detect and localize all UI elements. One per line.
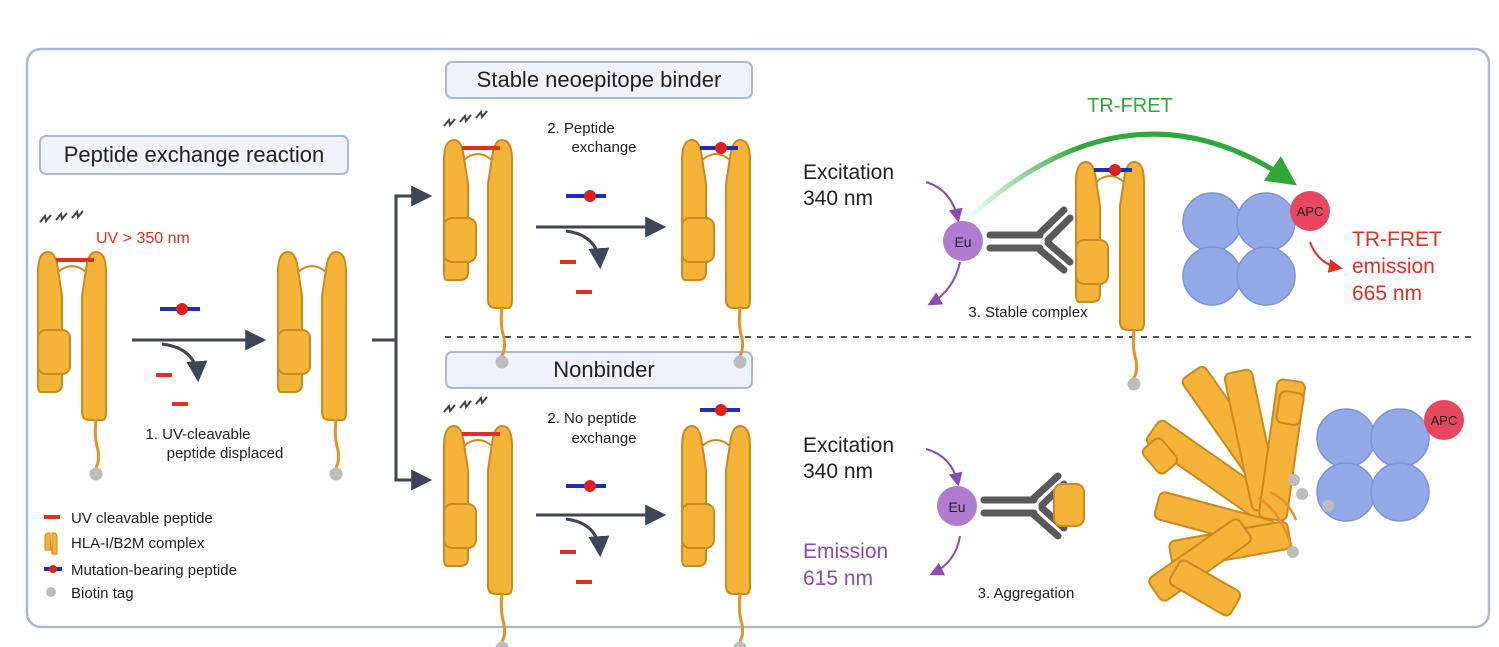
legend-item-biotin-tag: Biotin tag xyxy=(46,585,134,602)
hla-complex-top-detected xyxy=(1074,160,1146,392)
svg-text:Eu: Eu xyxy=(948,499,965,515)
release-arrow-bottom xyxy=(565,517,610,558)
step1-label-line2: peptide displaced xyxy=(167,445,284,462)
release-arrow-left xyxy=(161,342,208,383)
step3-bottom-label: 3. Aggregation xyxy=(978,585,1075,602)
tr-fret-arrow xyxy=(964,131,1297,222)
excitation-arrow-top xyxy=(925,181,963,223)
svg-text:Biotin tag: Biotin tag xyxy=(71,585,134,602)
step1-label-line1: 1. UV-cleavable xyxy=(145,426,250,443)
mutation-peptide-icon xyxy=(160,303,200,315)
emission-line2: 615 nm xyxy=(803,567,873,590)
step2-top-line2: exchange xyxy=(571,139,636,156)
b2m-fragment xyxy=(1053,483,1085,527)
streptavidin-bottom xyxy=(1316,408,1430,522)
biotin-tag-agg-1 xyxy=(1288,474,1300,486)
biotin-tag-agg-3 xyxy=(1287,546,1299,558)
biotin-tag-agg-2 xyxy=(1296,488,1308,500)
legend-item-mutation-peptide: Mutation-bearing peptide xyxy=(44,562,237,579)
section-title-top: Stable neoepitope binder xyxy=(445,61,753,99)
section-title-bottom: Nonbinder xyxy=(445,351,753,389)
tr-fret-emission-line2: emission xyxy=(1352,255,1435,278)
mutation-peptide-bottom xyxy=(566,480,606,492)
eu-donor-top: Eu xyxy=(943,221,983,261)
svg-text:Nonbinder: Nonbinder xyxy=(553,357,655,382)
legend-item-uv-peptide: UV cleavable peptide xyxy=(44,510,213,527)
tr-fret-label: TR-FRET xyxy=(1087,95,1173,117)
streptavidin-top xyxy=(1182,192,1296,306)
hla-complex-top-bound xyxy=(680,138,752,370)
svg-text:APC: APC xyxy=(1297,204,1324,219)
hla-complex-top-start xyxy=(442,138,514,370)
section-title-left: Peptide exchange reaction xyxy=(39,135,349,175)
hla-complex-bottom-start xyxy=(442,424,514,647)
hla-aggregate xyxy=(1141,365,1306,617)
mutation-peptide-top xyxy=(566,190,606,202)
step2-bottom-line2: exchange xyxy=(571,430,636,447)
eu-emission-arrow-top xyxy=(927,261,961,306)
eu-emission-arrow-bottom xyxy=(929,535,961,576)
svg-text:Mutation-bearing peptide: Mutation-bearing peptide xyxy=(71,562,237,579)
mutation-peptide-unbound xyxy=(700,404,740,416)
antibody-top xyxy=(986,206,1074,274)
svg-text:Peptide exchange reaction: Peptide exchange reaction xyxy=(64,142,325,167)
excitation-arrow-bottom xyxy=(925,448,963,487)
tr-fret-emission-line1: TR-FRET xyxy=(1352,228,1442,251)
emission-line1: Emission xyxy=(803,540,888,563)
svg-text:APC: APC xyxy=(1431,413,1458,428)
step2-top-line1: 2. Peptide xyxy=(547,120,615,137)
apc-acceptor-bottom: APC xyxy=(1424,400,1464,440)
excitation-bottom-line2: 340 nm xyxy=(803,460,873,483)
tr-fret-emission-line3: 665 nm xyxy=(1352,282,1422,305)
excitation-top-line2: 340 nm xyxy=(803,187,873,210)
uv-wavelength-label: UV > 350 nm xyxy=(96,230,190,247)
apc-acceptor-top: APC xyxy=(1290,191,1330,231)
step3-top-label: 3. Stable complex xyxy=(968,304,1088,321)
legend-item-hla-complex: HLA-I/B2M complex xyxy=(44,532,205,555)
excitation-top-line1: Excitation xyxy=(803,161,894,184)
svg-text:Stable neoepitope binder: Stable neoepitope binder xyxy=(477,67,722,92)
legend: UV cleavable peptide HLA-I/B2M complex M… xyxy=(44,510,237,602)
svg-text:Eu: Eu xyxy=(954,234,971,250)
svg-text:HLA-I/B2M complex: HLA-I/B2M complex xyxy=(71,535,205,552)
svg-text:UV cleavable peptide: UV cleavable peptide xyxy=(71,510,213,527)
excitation-bottom-line1: Excitation xyxy=(803,434,894,457)
eu-donor-bottom: Eu xyxy=(937,486,977,526)
release-arrow-top xyxy=(565,229,610,270)
step2-bottom-line1: 2. No peptide xyxy=(547,410,636,427)
hla-complex-loaded xyxy=(36,250,108,482)
biotin-tag-agg-4 xyxy=(1322,500,1334,512)
aggregate-linkers xyxy=(1257,490,1298,549)
apc-emission-arrow xyxy=(1309,241,1343,273)
